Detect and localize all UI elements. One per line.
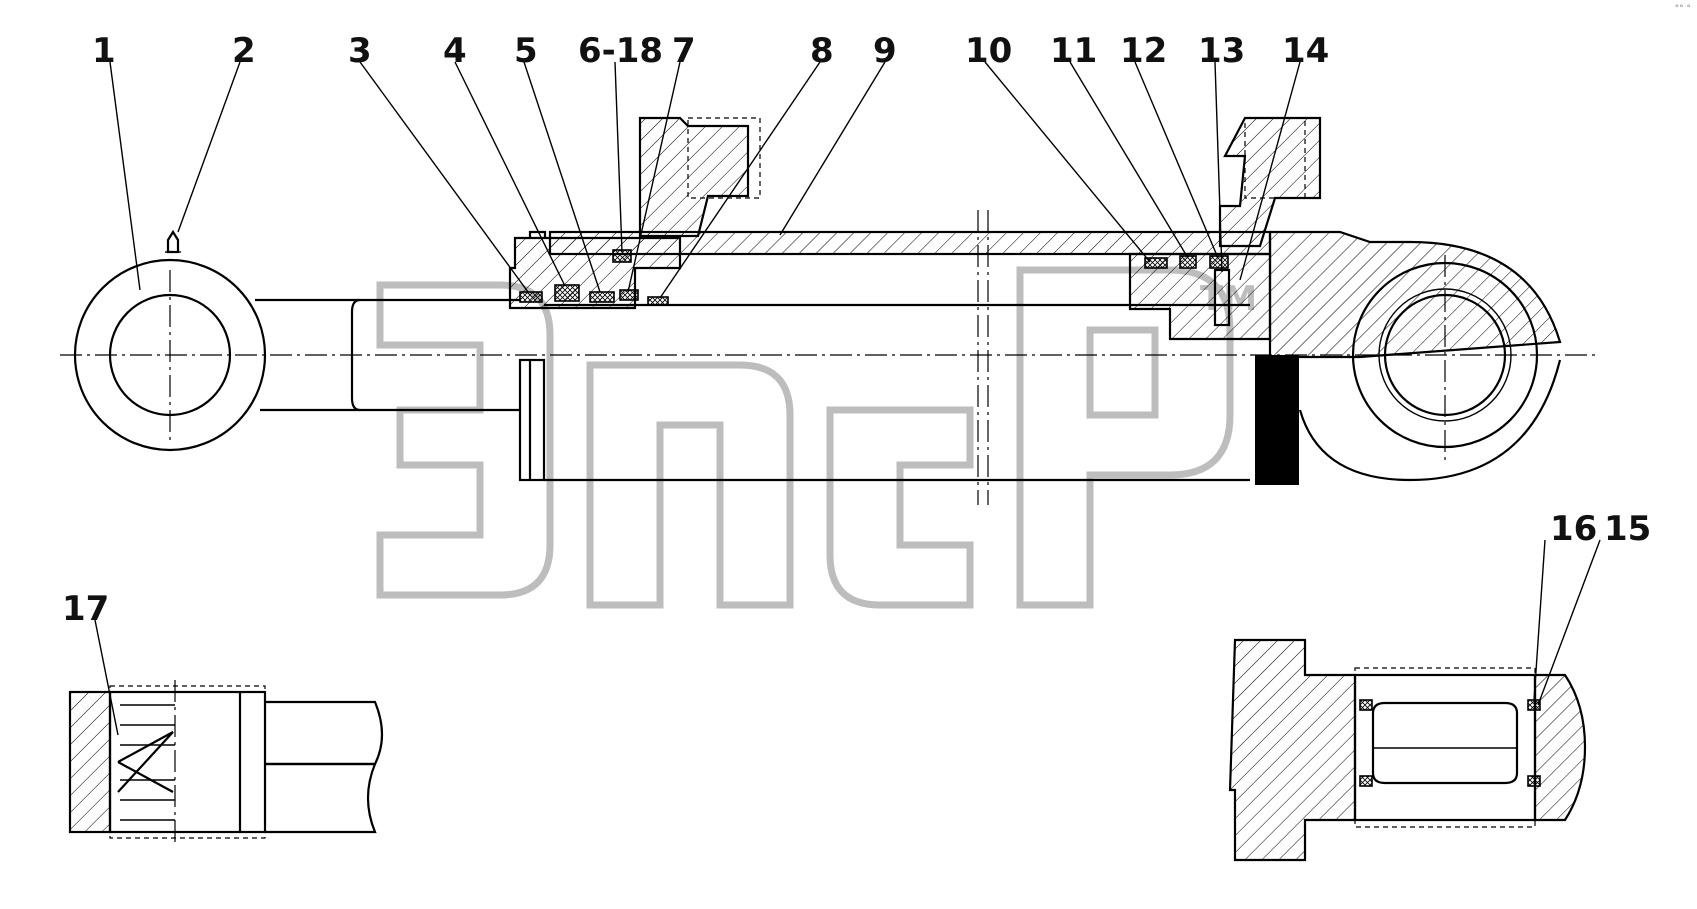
callout-14: 14	[1282, 31, 1329, 71]
watermark-logo: TM	[376, 266, 1257, 609]
callout-16: 16	[1550, 509, 1597, 549]
callout-9: 9	[873, 31, 897, 71]
callout-15: 15	[1604, 509, 1651, 549]
seal-5	[589, 291, 615, 303]
callout-5: 5	[514, 31, 538, 71]
port-fitting-left	[638, 116, 761, 238]
rod-eye	[73, 258, 360, 452]
detail-17	[68, 680, 384, 845]
piston-nut-13	[1255, 355, 1299, 485]
callout-10: 10	[965, 31, 1012, 71]
cylinder-base	[1268, 230, 1562, 482]
callout-8: 8	[810, 31, 834, 71]
seal-15	[1527, 775, 1541, 787]
callout-7: 7	[672, 31, 696, 71]
callout-13: 13	[1198, 31, 1245, 71]
leader-lines	[94, 61, 1601, 736]
port-fitting-right	[1218, 116, 1322, 248]
callout-labels: 1 2 3 4 5 6-18 7 8 9 10 11 12 13 14 15 1…	[62, 31, 1651, 629]
seal-11	[1179, 255, 1197, 269]
piston	[1128, 252, 1299, 485]
callout-6-18: 6-18	[578, 31, 663, 71]
detail-15-16	[1228, 638, 1587, 862]
callout-3: 3	[348, 31, 372, 71]
callout-11: 11	[1050, 31, 1097, 71]
seal-12	[1209, 255, 1229, 269]
seal-3	[519, 291, 543, 303]
callout-12: 12	[1120, 31, 1167, 71]
grease-nipple	[165, 229, 181, 254]
corner-mark: °° °	[1674, 4, 1691, 14]
callout-17: 17	[62, 589, 109, 629]
seal-10	[1144, 257, 1168, 269]
seal-4	[554, 284, 580, 302]
seal-7	[619, 289, 639, 301]
seal-8	[647, 296, 669, 306]
callout-2: 2	[232, 31, 256, 71]
callout-4: 4	[443, 31, 467, 71]
callout-1: 1	[92, 31, 116, 71]
